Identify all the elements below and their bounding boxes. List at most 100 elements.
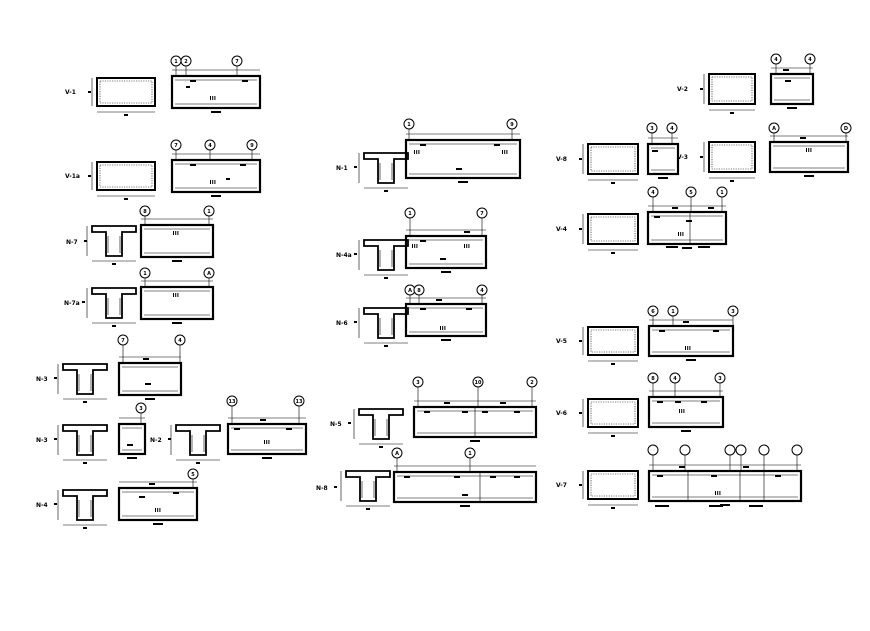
label-marker: [579, 484, 582, 486]
rebar-mark: [810, 148, 812, 152]
rebar-mark: [440, 326, 441, 330]
rebar-mark: [155, 508, 156, 512]
grid-bubble-circle: [716, 186, 728, 198]
dim-text: [611, 507, 615, 509]
grid-bubble-label: 1: [408, 211, 412, 217]
grid-bubble: 13: [226, 395, 238, 424]
elevation-title-bar: [211, 111, 221, 113]
label-marker: [82, 301, 85, 303]
bar-tag: [679, 466, 685, 468]
section-n-4a: N-4a: [336, 239, 409, 279]
rebar-mark: [414, 150, 415, 154]
elevation-title-bar: [145, 398, 155, 400]
grid-bubble: 7: [117, 334, 129, 363]
dim-text: [124, 114, 128, 116]
section-label: V-4: [556, 226, 567, 233]
rebar-mark: [412, 244, 413, 248]
grid-bubble-circle: [666, 122, 678, 134]
grid-bubble-circle: [246, 139, 258, 151]
tee-outline: [363, 307, 409, 339]
bar-tag: [190, 164, 196, 166]
beam-outline: [117, 486, 199, 522]
beam-outline: [404, 234, 488, 270]
elevation-n-2: [226, 417, 308, 459]
grid-bubble: 4: [204, 139, 216, 160]
grid-bubble-circle: [464, 447, 476, 459]
grid-bubble: [758, 444, 770, 471]
rebar-mark: [808, 148, 810, 152]
section-outline: [96, 161, 156, 191]
grid-bubble: A: [203, 267, 215, 287]
bar-tag: [444, 402, 450, 404]
grid-bubble-circle: [735, 444, 747, 456]
grid-bubble-label: 3: [731, 309, 735, 315]
grid-bubble-circle: [117, 334, 129, 346]
section-label: N-4: [36, 502, 48, 509]
elevation-n-1: [404, 133, 522, 183]
grid-bubble-label: D: [844, 126, 848, 132]
grid-bubble: 1: [403, 118, 415, 140]
bar-tag: [657, 475, 663, 477]
section-v-1: V-1: [65, 77, 156, 116]
grid-bubble-circle: [804, 53, 816, 65]
grid-bubble: [735, 444, 747, 471]
section-n-8: N-8: [316, 470, 391, 510]
bar-tag: [420, 308, 426, 310]
grid-bubble-circle: [647, 186, 659, 198]
grid-bubble-label: A: [395, 451, 399, 457]
bar-tag: [701, 401, 707, 403]
rebar-mark: [466, 244, 468, 248]
bar-tag: [173, 492, 179, 494]
dim-text: [611, 363, 615, 365]
stirrup: [590, 216, 636, 242]
section-n-6: N-6: [336, 307, 409, 347]
bar-tag: [514, 476, 520, 478]
dim-text: [83, 401, 87, 403]
bar-tag: [514, 411, 520, 413]
bar-tag: [713, 330, 719, 332]
rebar-mark: [717, 491, 719, 495]
bar-tag: [190, 80, 196, 82]
tee-outline: [62, 489, 108, 521]
rebar-mark: [685, 346, 686, 350]
elevation-title-bar: [460, 505, 470, 507]
bar-tag: [743, 466, 749, 468]
section-outline: [587, 398, 639, 428]
dim-text: [366, 508, 370, 510]
grid-bubble-label: 8: [143, 209, 147, 215]
grid-bubble-circle: [170, 139, 182, 151]
grid-bubble: 1: [203, 205, 215, 225]
rebar-mark: [173, 231, 174, 235]
elevation-title-bar: [686, 359, 696, 361]
dim-text: [730, 180, 734, 182]
grid-bubble-circle: [203, 205, 215, 217]
tee-outline: [62, 363, 108, 395]
rebar-mark: [682, 232, 684, 236]
rebar-mark: [175, 293, 177, 297]
bar-tag: [466, 308, 472, 310]
section-label: V-8: [556, 156, 567, 163]
section-label: V-5: [556, 338, 567, 345]
tee-outline: [62, 424, 108, 456]
grid-bubble-circle: [669, 372, 681, 384]
section-label: N-3: [36, 437, 48, 444]
grid-bubble-label: 1: [207, 209, 211, 215]
elevation-v-1a: [170, 153, 262, 197]
bar-tag: [240, 164, 246, 166]
grid-bubble: 3: [714, 372, 726, 397]
bar-tag: [711, 475, 717, 477]
elevation-title-bar: [681, 430, 691, 432]
rebar-mark: [159, 508, 161, 512]
rebar-mark: [414, 244, 416, 248]
grid-bubble: 2: [526, 376, 538, 407]
grid-bubble-label: 9: [250, 143, 254, 149]
section-v-3: V-3: [677, 141, 756, 182]
grid-bubble-label: 7: [480, 211, 484, 217]
dim-text: [83, 462, 87, 464]
label-marker: [348, 422, 351, 424]
elevation-title-bar: [787, 107, 797, 109]
grid-bubble: 8: [413, 284, 425, 304]
grid-bubble: [679, 444, 691, 471]
rebar-mark: [680, 232, 682, 236]
elevation-v-3: [768, 135, 850, 177]
